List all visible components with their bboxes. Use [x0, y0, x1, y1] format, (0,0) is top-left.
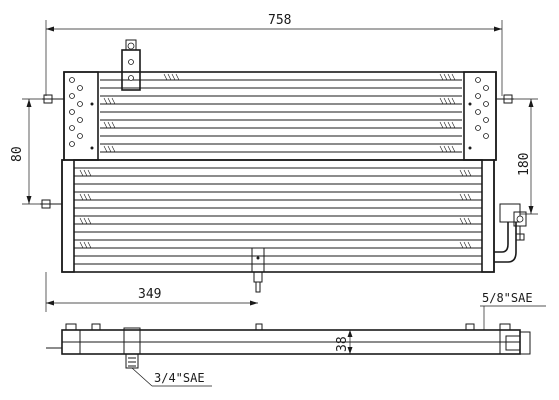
dim-offset-length: 349: [45, 272, 258, 312]
mounting-hole: [77, 133, 83, 139]
inlet-fitting-label: 3/4"SAE: [154, 371, 205, 385]
bottom-center-fitting: [251, 247, 265, 293]
mounting-hole: [69, 77, 75, 83]
dim-overall-width: 758: [45, 13, 503, 96]
left-header-tank: [61, 71, 99, 273]
dim-depth-label: 38: [335, 336, 350, 352]
right-mounting-pin: [496, 94, 514, 104]
mounting-hole: [475, 77, 481, 83]
dim-right-height-label: 180: [517, 153, 532, 176]
mounting-hole: [483, 117, 489, 123]
mounting-hole: [475, 93, 481, 99]
mounting-hole: [69, 109, 75, 115]
right-header-tank: [463, 71, 497, 273]
dim-left-height: 80: [10, 98, 50, 205]
bracket-bolt: [127, 42, 135, 50]
mounting-hole: [475, 109, 481, 115]
dim-overall-width-label: 758: [268, 13, 291, 28]
left-mounting-pins: [40, 94, 64, 209]
mounting-hole: [69, 141, 75, 147]
top-mounting-bracket: [121, 39, 141, 91]
fin-hatching: [79, 73, 472, 249]
outlet-fitting-callout: 5/8"SAE: [480, 291, 546, 330]
mounting-hole: [69, 93, 75, 99]
outlet-pipe: [494, 203, 527, 263]
mounting-hole: [77, 101, 83, 107]
mounting-hole: [77, 117, 83, 123]
inlet-fitting-callout: 3/4"SAE: [131, 367, 212, 387]
dim-right-height: 180: [504, 98, 538, 215]
lower-core: [61, 159, 495, 273]
dim-left-height-label: 80: [10, 146, 25, 162]
mounting-hole: [69, 125, 75, 131]
mounting-hole: [483, 101, 489, 107]
mounting-hole: [475, 125, 481, 131]
mounting-hole: [483, 85, 489, 91]
outlet-fitting-label: 5/8"SAE: [482, 291, 533, 305]
dim-offset-length-label: 349: [138, 287, 161, 302]
upper-core: [63, 71, 497, 161]
side-profile-view: 38: [46, 323, 531, 369]
mounting-hole: [77, 85, 83, 91]
mounting-hole: [483, 133, 489, 139]
